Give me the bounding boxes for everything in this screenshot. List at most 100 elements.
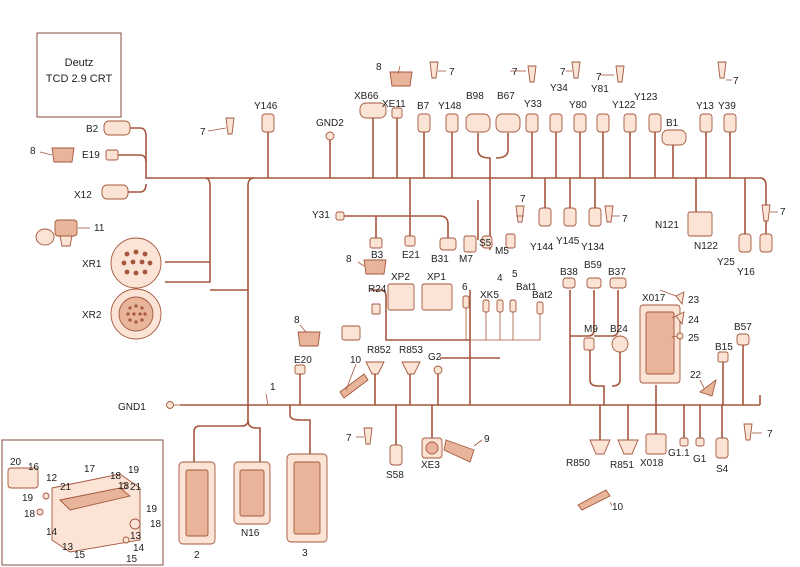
connector-xr2: [110, 288, 162, 340]
label-b67: B67: [497, 91, 515, 102]
label-24: 24: [688, 315, 700, 326]
connector-y81: [596, 113, 610, 133]
label-7c: 7: [560, 67, 566, 78]
spare-plug-7d: [615, 65, 625, 83]
label-m9: M9: [584, 324, 598, 335]
label-7e: 7: [733, 76, 739, 87]
connector-y146: [261, 113, 275, 133]
bracket-8a: [389, 71, 413, 87]
label-5: 5: [512, 269, 518, 280]
label-19b: 19: [22, 493, 34, 504]
label-r852: R852: [367, 345, 391, 356]
label-10a: 10: [350, 355, 362, 366]
label-n121: N121: [655, 220, 679, 231]
connector-b1: [661, 129, 687, 146]
label-g1: G1: [693, 454, 707, 465]
label-n16: N16: [241, 528, 260, 539]
connector-y25: [738, 233, 752, 253]
label-4: 4: [497, 273, 503, 284]
connector-b67: [495, 113, 521, 133]
label-b2: B2: [86, 124, 99, 135]
label-7k: 7: [767, 429, 773, 440]
label-8b: 8: [30, 146, 36, 157]
label-b98: B98: [466, 91, 484, 102]
connector-g2: [433, 365, 443, 375]
connector-y16: [759, 233, 773, 253]
connector-y33: [525, 113, 539, 133]
label-r853: R853: [399, 345, 423, 356]
connector-b38: [562, 277, 576, 289]
label-b57: B57: [734, 322, 752, 333]
label-y122: Y122: [612, 100, 636, 111]
connector-y148: [445, 113, 459, 133]
connector-r853: [401, 361, 421, 375]
label-y16: Y16: [737, 267, 755, 278]
bracket-8c: [363, 259, 387, 275]
label-b31: B31: [431, 254, 449, 265]
labels: 8 XB66 XE11 7 B7 Y148 B98 B67 7 Y33 7 Y3…: [10, 62, 786, 565]
label-x017: X017: [642, 293, 666, 304]
label-10b: 10: [612, 502, 624, 513]
connector-n16: [233, 461, 271, 525]
label-15a: 15: [74, 550, 86, 561]
label-y81: Y81: [591, 84, 609, 95]
connector-s5: [481, 235, 493, 249]
connectors: [7, 61, 773, 553]
label-18a: 18: [110, 471, 122, 482]
connector-bat2: [536, 301, 544, 315]
part-9: [443, 439, 475, 463]
label-r24: R24: [368, 284, 387, 295]
label-9: 9: [484, 434, 490, 445]
connector-m9: [583, 337, 595, 351]
label-7g: 7: [520, 194, 526, 205]
connector-e20: [294, 364, 306, 375]
label-y33: Y33: [524, 99, 542, 110]
label-18c: 18: [150, 519, 162, 530]
label-8d: 8: [294, 315, 300, 326]
label-r851: R851: [610, 460, 634, 471]
label-19c: 19: [146, 504, 158, 515]
label-s58: S58: [386, 470, 404, 481]
part-24: [675, 311, 685, 326]
connector-b15: [717, 351, 729, 363]
connector-6: [462, 295, 470, 309]
label-b38: B38: [560, 267, 578, 278]
connector-e21: [404, 235, 416, 247]
label-n122: N122: [694, 241, 718, 252]
label-s4: S4: [716, 464, 729, 475]
label-19a: 19: [128, 465, 140, 476]
label-y39: Y39: [718, 101, 736, 112]
connector-gnd1: [166, 401, 174, 409]
label-g2: G2: [428, 352, 442, 363]
leader-lines: [39, 65, 778, 507]
inset-box: [1, 439, 164, 566]
label-b15: B15: [715, 342, 733, 353]
label-x018: X018: [640, 458, 664, 469]
label-xr2: XR2: [82, 310, 102, 321]
connector-y13: [699, 113, 713, 133]
connector-e19: [105, 149, 119, 161]
label-y145: Y145: [556, 236, 580, 247]
connector-xe11: [391, 107, 403, 119]
label-s5: S5: [479, 238, 492, 249]
connector-y80: [573, 113, 587, 133]
label-22: 22: [690, 370, 702, 381]
connector-y31: [335, 211, 345, 221]
connector-y123: [648, 113, 662, 133]
label-3: 3: [302, 548, 308, 559]
connector-xp2: [387, 283, 415, 311]
label-gnd1: GND1: [118, 402, 146, 413]
label-xp1: XP1: [427, 272, 446, 283]
label-7d: 7: [596, 72, 602, 83]
connector-s4: [715, 437, 729, 459]
label-y148: Y148: [438, 101, 462, 112]
label-7f: 7: [200, 127, 206, 138]
label-2: 2: [194, 550, 200, 561]
connector-r851: [617, 439, 639, 455]
connector-x12: [101, 184, 129, 200]
label-12: 12: [46, 473, 58, 484]
connector-b37: [609, 277, 627, 289]
spare-plug-7c: [571, 61, 581, 79]
